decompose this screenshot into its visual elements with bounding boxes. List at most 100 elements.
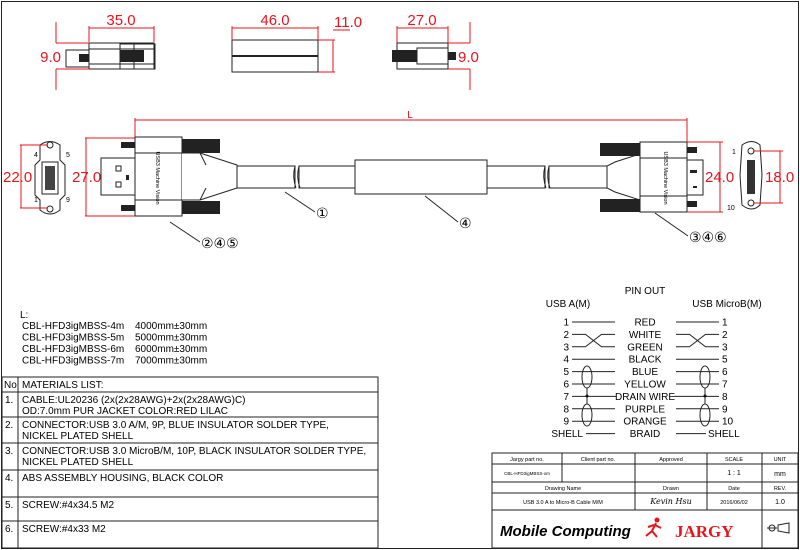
pin-a: 9 bbox=[563, 417, 569, 428]
pin-a: 3 bbox=[563, 342, 569, 353]
assembly-housing bbox=[354, 159, 488, 195]
runner-icon bbox=[645, 517, 662, 538]
wire-color: ORANGE bbox=[623, 417, 667, 428]
pin-a: 5 bbox=[563, 367, 569, 378]
wire-color: YELLOW bbox=[624, 380, 666, 391]
material-no: 2. bbox=[5, 420, 13, 431]
pinout-right-header: USB MicroB(M) bbox=[692, 299, 761, 310]
length-part: CBL-HFD3igMBSS-4m bbox=[22, 321, 124, 332]
material-no: 6. bbox=[5, 524, 13, 535]
length-value: 7000mm±30mm bbox=[135, 356, 207, 367]
pin-a: SHELL bbox=[551, 429, 583, 440]
length-value: 5000mm±30mm bbox=[135, 333, 207, 344]
pin-b: 2 bbox=[722, 330, 728, 341]
materials-col-no: No bbox=[4, 380, 17, 391]
pin-a: 7 bbox=[563, 392, 569, 403]
mobile-computing-logo: Mobile Computing bbox=[500, 523, 631, 540]
wire-color: PURPLE bbox=[625, 404, 665, 415]
dim-label: 11.0 bbox=[334, 14, 362, 31]
pin-b: 1 bbox=[722, 318, 728, 329]
material-line1: SCREW:#4x33 M2 bbox=[22, 524, 106, 535]
material-no: 4. bbox=[5, 473, 13, 484]
pin-a: 8 bbox=[563, 404, 569, 415]
length-part: CBL-HFD3igMBSS-7m bbox=[22, 356, 124, 367]
hdr-approved: Approved bbox=[659, 457, 683, 463]
length-value: 4000mm±30mm bbox=[135, 321, 207, 332]
material-line1: SCREW:#4x34.5 M2 bbox=[22, 500, 115, 511]
wire-color: RED bbox=[634, 318, 655, 329]
svg-text:USB3 Machine Vision: USB3 Machine Vision bbox=[662, 151, 668, 204]
svg-text:USB3 Machine Vision: USB3 Machine Vision bbox=[154, 151, 160, 204]
callout-cable: ① bbox=[316, 206, 329, 222]
pin-b: 5 bbox=[722, 355, 728, 366]
dim-label: 27.0 bbox=[72, 169, 101, 186]
hdr-drawing-name: Drawing Name bbox=[545, 486, 581, 492]
callout-usb-a: ②④⑤ bbox=[201, 236, 239, 252]
material-no: 3. bbox=[5, 446, 13, 457]
hdr-jargy-part: Jargy part no. bbox=[510, 457, 544, 463]
cable bbox=[236, 165, 608, 189]
material-line1: CONNECTOR:USB 3.0 MicroB/M, 10P, BLACK I… bbox=[22, 446, 366, 457]
pin-b: 3 bbox=[722, 342, 728, 353]
pin-label: 1 bbox=[34, 197, 38, 204]
length-list: L: CBL-HFD3igMBSS-4m 4000mm±30mmCBL-HFD3i… bbox=[20, 310, 207, 367]
microb-face-view: 1 10 18.0 bbox=[727, 141, 794, 212]
pin-a: 6 bbox=[563, 380, 569, 391]
length-part: CBL-HFD3igMBSS-5m bbox=[22, 333, 124, 344]
dim-label: 18.0 bbox=[765, 169, 794, 186]
wire-color: WHITE bbox=[629, 330, 662, 341]
material-line2: NICKEL PLATED SHELL bbox=[22, 457, 134, 468]
length-value: 6000mm±30mm bbox=[135, 344, 207, 355]
title-block: Jargy part no. Client part no. Approved … bbox=[491, 452, 799, 549]
materials-title: MATERIALS LIST: bbox=[22, 380, 104, 391]
pin-b: 10 bbox=[722, 417, 734, 428]
projection-symbol-icon bbox=[767, 522, 790, 534]
pin-a: 1 bbox=[563, 318, 569, 329]
materials-table: No MATERIALS LIST: 1.CABLE:UL20236 (2x(2… bbox=[1, 376, 379, 549]
top-view-usb-a bbox=[65, 42, 156, 70]
microb-connector: USB3 Machine Vision 24.0 bbox=[600, 141, 734, 213]
length-part: CBL-HFD3igMBSS-6m bbox=[22, 344, 124, 355]
callout-housing: ④ bbox=[459, 216, 472, 232]
pin-label: 1 bbox=[732, 149, 736, 156]
lengths-heading: L: bbox=[20, 310, 28, 321]
unit-value: mm bbox=[774, 471, 786, 478]
dim-label: 27.0 bbox=[407, 12, 436, 29]
pin-b: SHELL bbox=[708, 429, 740, 440]
dim-label: 24.0 bbox=[705, 169, 734, 186]
dim-label: 22.0 bbox=[3, 169, 32, 186]
material-no: 1. bbox=[5, 395, 13, 406]
pin-label: 4 bbox=[34, 152, 38, 159]
material-line2: NICKEL PLATED SHELL bbox=[22, 431, 134, 442]
wire-color: BRAID bbox=[630, 429, 661, 440]
dim-length-l: L bbox=[134, 110, 688, 142]
hdr-rev: REV. bbox=[774, 486, 787, 492]
wire-color: GREEN bbox=[627, 342, 663, 353]
material-no: 5. bbox=[5, 500, 13, 511]
usb-a-connector: USB3 Machine Vision bbox=[100, 136, 238, 217]
scale-value: 1 : 1 bbox=[727, 470, 741, 477]
hdr-unit: UNIT bbox=[774, 457, 787, 463]
rev-value: 1.0 bbox=[775, 499, 785, 506]
hdr-client-part: Client part no. bbox=[581, 457, 616, 463]
pin-a: 2 bbox=[563, 330, 569, 341]
dim-label: L bbox=[407, 110, 413, 121]
crossover-wire bbox=[572, 333, 615, 348]
top-view-housing: 46.0 11.0 bbox=[231, 12, 362, 73]
callouts: ① ④ ②④⑤ ③④⑥ bbox=[169, 191, 727, 252]
dim-35: 35.0 9.0 bbox=[40, 12, 155, 90]
jargy-logo: JARGY bbox=[675, 522, 734, 541]
pin-a: 4 bbox=[563, 355, 569, 366]
usb-a-face-view: 4 5 1 9 22.0 27.0 bbox=[3, 137, 135, 217]
dim-label: 46.0 bbox=[260, 12, 289, 29]
wire-color: BLACK bbox=[629, 355, 662, 366]
wire-color: BLUE bbox=[632, 367, 658, 378]
pin-label: 10 bbox=[727, 205, 735, 212]
top-view-microb: 27.0 9.0 bbox=[392, 12, 479, 90]
date-value: 2016/06/02 bbox=[720, 500, 748, 506]
drawn-signature: Kevin Hsu bbox=[649, 497, 692, 506]
pin-b: 9 bbox=[722, 404, 728, 415]
callout-microb: ③④⑥ bbox=[689, 230, 727, 246]
